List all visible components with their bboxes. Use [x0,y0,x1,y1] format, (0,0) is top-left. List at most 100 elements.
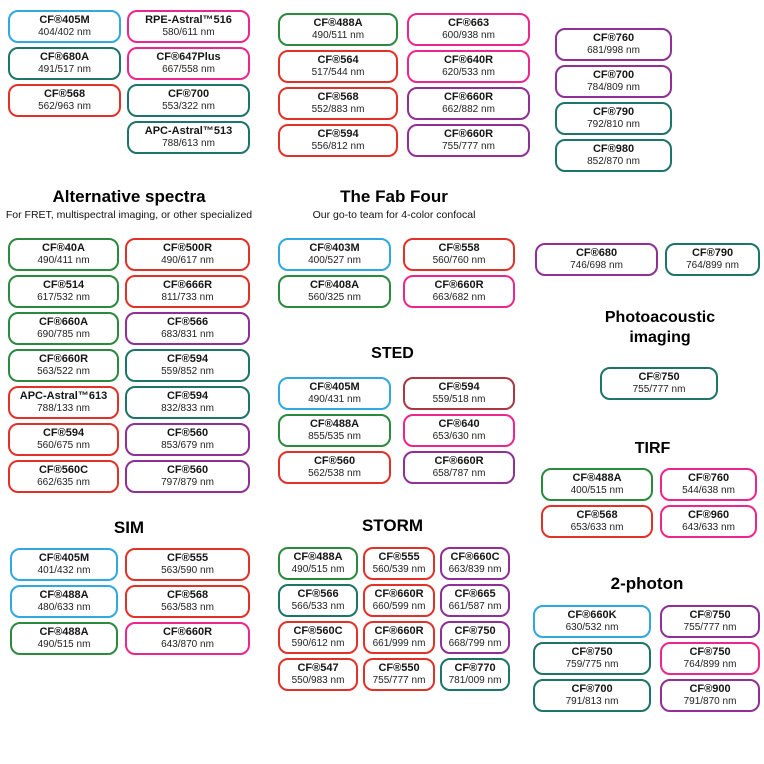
dye-wavelengths: 662/635 nm [37,477,90,489]
dye-name: CF®663 [447,16,490,29]
dye-wavelengths: 661/587 nm [448,601,502,613]
dye-name: CF®547 [297,661,339,674]
dye-name: CF®566 [166,315,209,328]
dye-name: CF®594 [166,389,209,402]
dye-name: CF®660K [567,608,617,621]
dye-wavelengths: 791/870 nm [683,696,737,708]
dye-pill: CF®660C 663/839 nm [440,547,510,580]
dye-pill: CF®568 552/883 nm [278,87,398,120]
dye-pill: CF®750 755/777 nm [660,605,760,638]
dye-wavelengths: 663/839 nm [448,564,502,576]
dye-wavelengths: 755/777 nm [683,622,737,634]
dye-pill: CF®660R 563/522 nm [8,349,119,382]
dye-wavelengths: 559/518 nm [432,394,486,406]
dye-wavelengths: 784/809 nm [587,82,640,94]
dye-name: CF®560 [313,454,356,467]
dye-pill: CF®680 746/698 nm [535,243,658,276]
dye-name: CF®790 [592,105,635,118]
dye-pill: CF®560 797/879 nm [125,460,250,493]
dye-wavelengths: 764/899 nm [683,659,737,671]
dye-wavelengths: 553/322 nm [162,101,215,113]
dye-wavelengths: 563/590 nm [161,565,214,577]
section-subtitle-alternative-spectra: For FRET, multispectral imaging, or othe… [5,209,253,221]
dye-wavelengths: 590/612 nm [291,638,345,650]
dye-wavelengths: 853/679 nm [161,440,214,452]
dye-wavelengths: 490/411 nm [37,255,90,267]
dye-name: CF®660R [162,625,213,638]
dye-name: CF®700 [167,87,210,100]
dye-pill: CF®488A 480/633 nm [10,585,118,618]
dye-pill: CF®405M 490/431 nm [278,377,391,410]
dye-name: CF®680A [39,50,90,63]
dye-pill: CF®750 759/775 nm [533,642,651,675]
pill-column-sim-2: CF®555 563/590 nm CF®568 563/583 nm CF®6… [125,548,250,655]
dye-pill: CF®760 544/638 nm [660,468,757,501]
dye-wavelengths: 404/402 nm [38,27,91,39]
dye-wavelengths: 797/879 nm [161,477,214,489]
dye-name: CF®660R [434,454,484,467]
dye-pill: CF®566 566/533 nm [278,584,358,617]
dye-wavelengths: 490/617 nm [161,255,214,267]
dye-name: CF®403M [309,241,360,254]
dye-pill: CF®488A 490/515 nm [10,622,118,655]
dye-name: CF®660C [450,550,500,563]
dye-pill: CF®770 781/009 nm [440,658,510,691]
dye-name: CF®660R [443,127,494,140]
dye-pill: CF®640 653/630 nm [403,414,515,447]
dye-pill: CF®560 562/538 nm [278,451,391,484]
dye-wavelengths: 755/777 nm [372,675,426,687]
dye-wavelengths: 490/515 nm [37,639,91,651]
section-subtitle-fab-four: Our go-to team for 4-color confocal [312,209,476,221]
dye-name: CF®660R [434,278,484,291]
dye-name: CF®564 [317,53,359,66]
dye-pill: CF®660R 643/870 nm [125,622,250,655]
dye-wavelengths: 681/998 nm [587,45,640,57]
dye-name: CF®660A [38,315,89,328]
pill-column-right-pair-2: CF®790 764/899 nm [665,243,760,276]
dye-pill: CF®40A 490/411 nm [8,238,119,271]
section-title-fab-four: The Fab Four [340,187,448,206]
dye-name: CF®594 [438,380,480,393]
dye-wavelengths: 491/517 nm [38,64,91,76]
dye-pill: CF®555 563/590 nm [125,548,250,581]
dye-wavelengths: 791/813 nm [565,696,619,708]
dye-wavelengths: 683/831 nm [161,329,214,341]
dye-name: CF®408A [309,278,360,291]
dye-wavelengths: 788/133 nm [37,403,90,415]
dye-name: CF®700 [571,682,613,695]
dye-name: CF®560C [38,463,89,476]
dye-pill: CF®647Plus 667/558 nm [127,47,250,80]
dye-pill: CF®594 560/675 nm [8,423,119,456]
pill-column-storm-3: CF®660C 663/839 nm CF®665 661/587 nm CF®… [440,547,510,691]
dye-wavelengths: 544/638 nm [682,485,735,497]
dye-wavelengths: 832/833 nm [161,403,214,415]
dye-wavelengths: 600/938 nm [442,30,495,42]
dye-name: CF®660R [443,90,494,103]
dye-wavelengths: 401/432 nm [37,565,91,577]
dye-pill: APC-Astral™513 788/613 nm [127,121,250,154]
dye-name: CF®980 [592,142,635,155]
dye-name: CF®488A [313,16,363,29]
dye-wavelengths: 490/511 nm [311,30,365,42]
dye-pill: CF®660R 658/787 nm [403,451,515,484]
dye-pill: CF®660R 660/599 nm [363,584,435,617]
dye-name: CF®566 [297,587,339,600]
pill-column-top-1: CF®405M 404/402 nm CF®680A 491/517 nm CF… [8,10,121,117]
dye-pill: CF®560 853/679 nm [125,423,250,456]
dye-wavelengths: 855/535 nm [308,431,361,443]
pill-column-right-pair-1: CF®680 746/698 nm [535,243,658,276]
dye-name: CF®750 [638,370,680,383]
section-title-2-photon: 2-photon [610,574,684,593]
dye-wavelengths: 781/009 nm [448,675,502,687]
dye-pill: CF®700 553/322 nm [127,84,250,117]
dye-name: CF®594 [166,352,209,365]
dye-pill: CF®660K 630/532 nm [533,605,651,638]
dye-wavelengths: 562/538 nm [308,468,361,480]
dye-name: CF®760 [592,31,635,44]
dye-wavelengths: 755/777 nm [632,384,686,396]
dye-pill: CF®700 784/809 nm [555,65,672,98]
dye-wavelengths: 566/533 nm [291,601,345,613]
dye-pill: CF®660A 690/785 nm [8,312,119,345]
dye-name: CF®405M [38,551,90,564]
dye-name: CF®680 [575,246,618,259]
